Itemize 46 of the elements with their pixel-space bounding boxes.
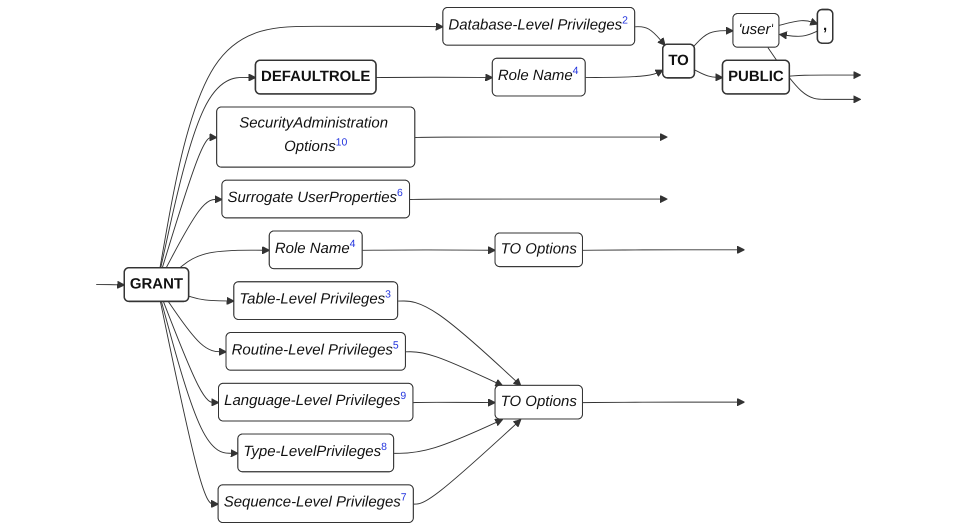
syntax-term-box: Surrogate UserProperties$^{6}$ [221,180,410,218]
arrow [398,300,522,386]
arrow [414,132,668,142]
arrow [188,296,235,306]
arrow [412,398,496,407]
arrow [166,195,223,269]
arrow [162,133,218,269]
arrow [405,351,504,386]
syntax-term-box: Table-Level Privileges$^{3}$ [233,281,398,320]
syntax-term-box: Database-Level Privileges$^{2}$ [442,7,636,46]
arrow [582,246,746,254]
syntax-term-box: Routine-Level Privileges$^{5}$ [226,332,406,371]
arrow [779,30,818,40]
arrow [159,22,444,269]
syntax-term-box: Language-Level Privileges$^{9}$ [218,382,414,422]
arrow [178,246,270,269]
arrow [376,73,494,82]
arrow [582,398,746,406]
arrow [789,70,862,80]
arrow [96,280,126,289]
keyword-box: , [816,8,834,44]
arrow [413,419,522,505]
syntax-term-box: Sequence-Level Privileges$^{7}$ [218,484,414,523]
syntax-term-box: SecurityAdministration Options$^{10}$ [216,106,416,168]
syntax-term-box: Role Name$^{4}$ [492,58,586,96]
arrow [694,70,724,82]
arrow [168,301,227,356]
arrow [394,418,504,454]
keyword-box: PUBLIC [722,60,790,95]
arrow [693,26,734,47]
keyword-box: GRANT [124,267,190,302]
arrow [778,18,818,26]
arrow [634,26,666,46]
arrow [160,73,256,269]
arrow [163,301,220,406]
arrow [161,301,239,458]
syntax-term-box: TO Options [494,384,583,420]
syntax-term-box: TO Options [494,232,583,268]
syntax-term-box: Type-LevelPrivileges$^{8}$ [237,434,394,472]
arrow [160,301,219,508]
syntax-term-box: Role Name$^{4}$ [268,230,363,270]
keyword-box: TO [662,44,696,79]
arrow [362,246,496,254]
keyword-box: DEFAULTROLE [254,60,377,95]
arrow [585,70,664,78]
arrow [410,194,668,204]
